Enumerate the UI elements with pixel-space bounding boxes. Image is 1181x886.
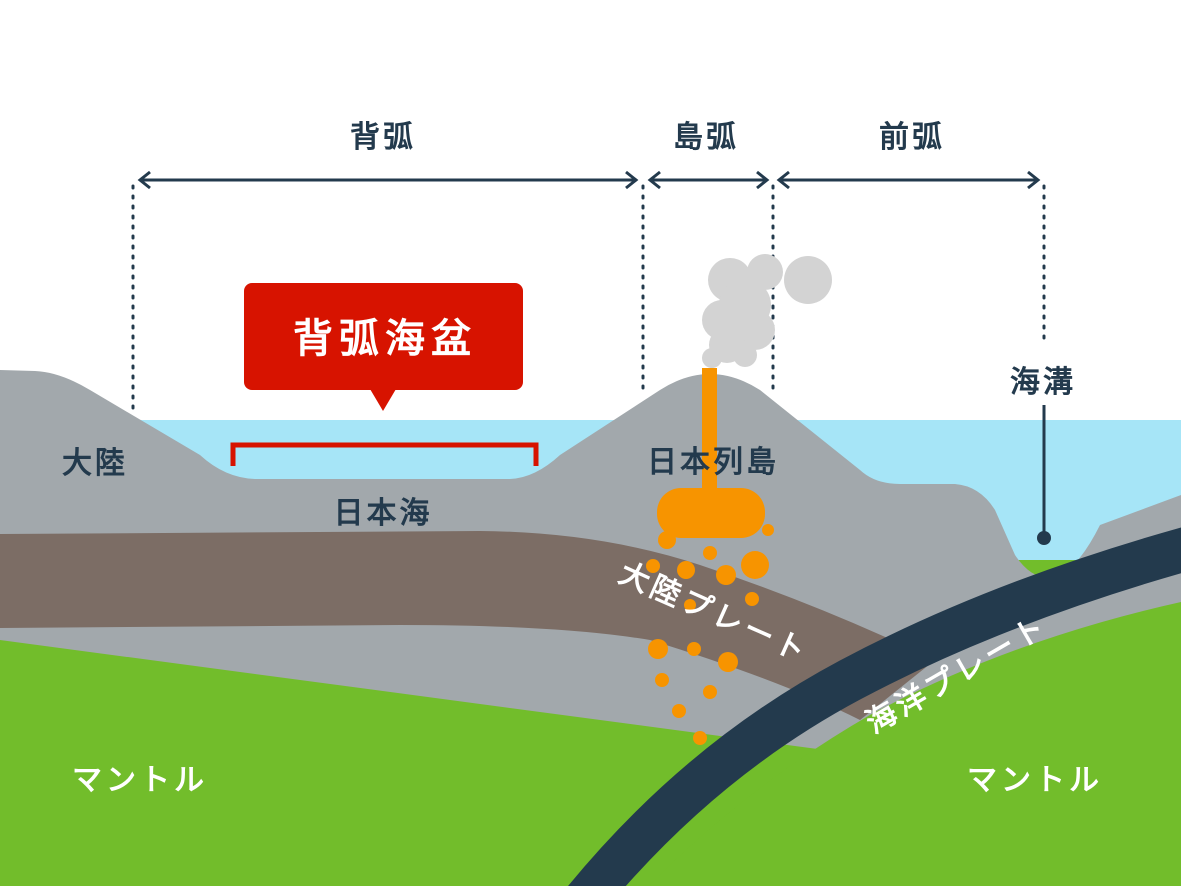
magma	[646, 368, 774, 745]
label-continent: 大陸	[62, 446, 128, 481]
mantle-right	[648, 602, 1181, 886]
oceanic-plate	[568, 527, 1181, 886]
label-island-arc: 島弧	[673, 120, 739, 155]
trench-marker-dot	[1037, 531, 1051, 545]
volcanic-smoke	[702, 254, 832, 368]
label-sea-of-japan: 日本海	[334, 496, 433, 531]
basin-bracket	[230, 442, 539, 466]
label-fore-arc: 前弧	[879, 120, 945, 155]
label-back-arc: 背弧	[350, 120, 416, 155]
dimension-arrows	[137, 170, 1041, 190]
label-mantle-right: マントル	[967, 763, 1103, 798]
continental-plate	[0, 531, 935, 720]
callout-text: 背弧海盆	[293, 316, 477, 362]
label-japanese-islands: 日本列島	[647, 445, 779, 480]
label-mantle-left: マントル	[72, 763, 208, 798]
callout-back-arc-basin: 背弧海盆	[244, 283, 523, 411]
dimension-guides	[131, 184, 1046, 414]
label-trench: 海溝	[1010, 365, 1076, 400]
